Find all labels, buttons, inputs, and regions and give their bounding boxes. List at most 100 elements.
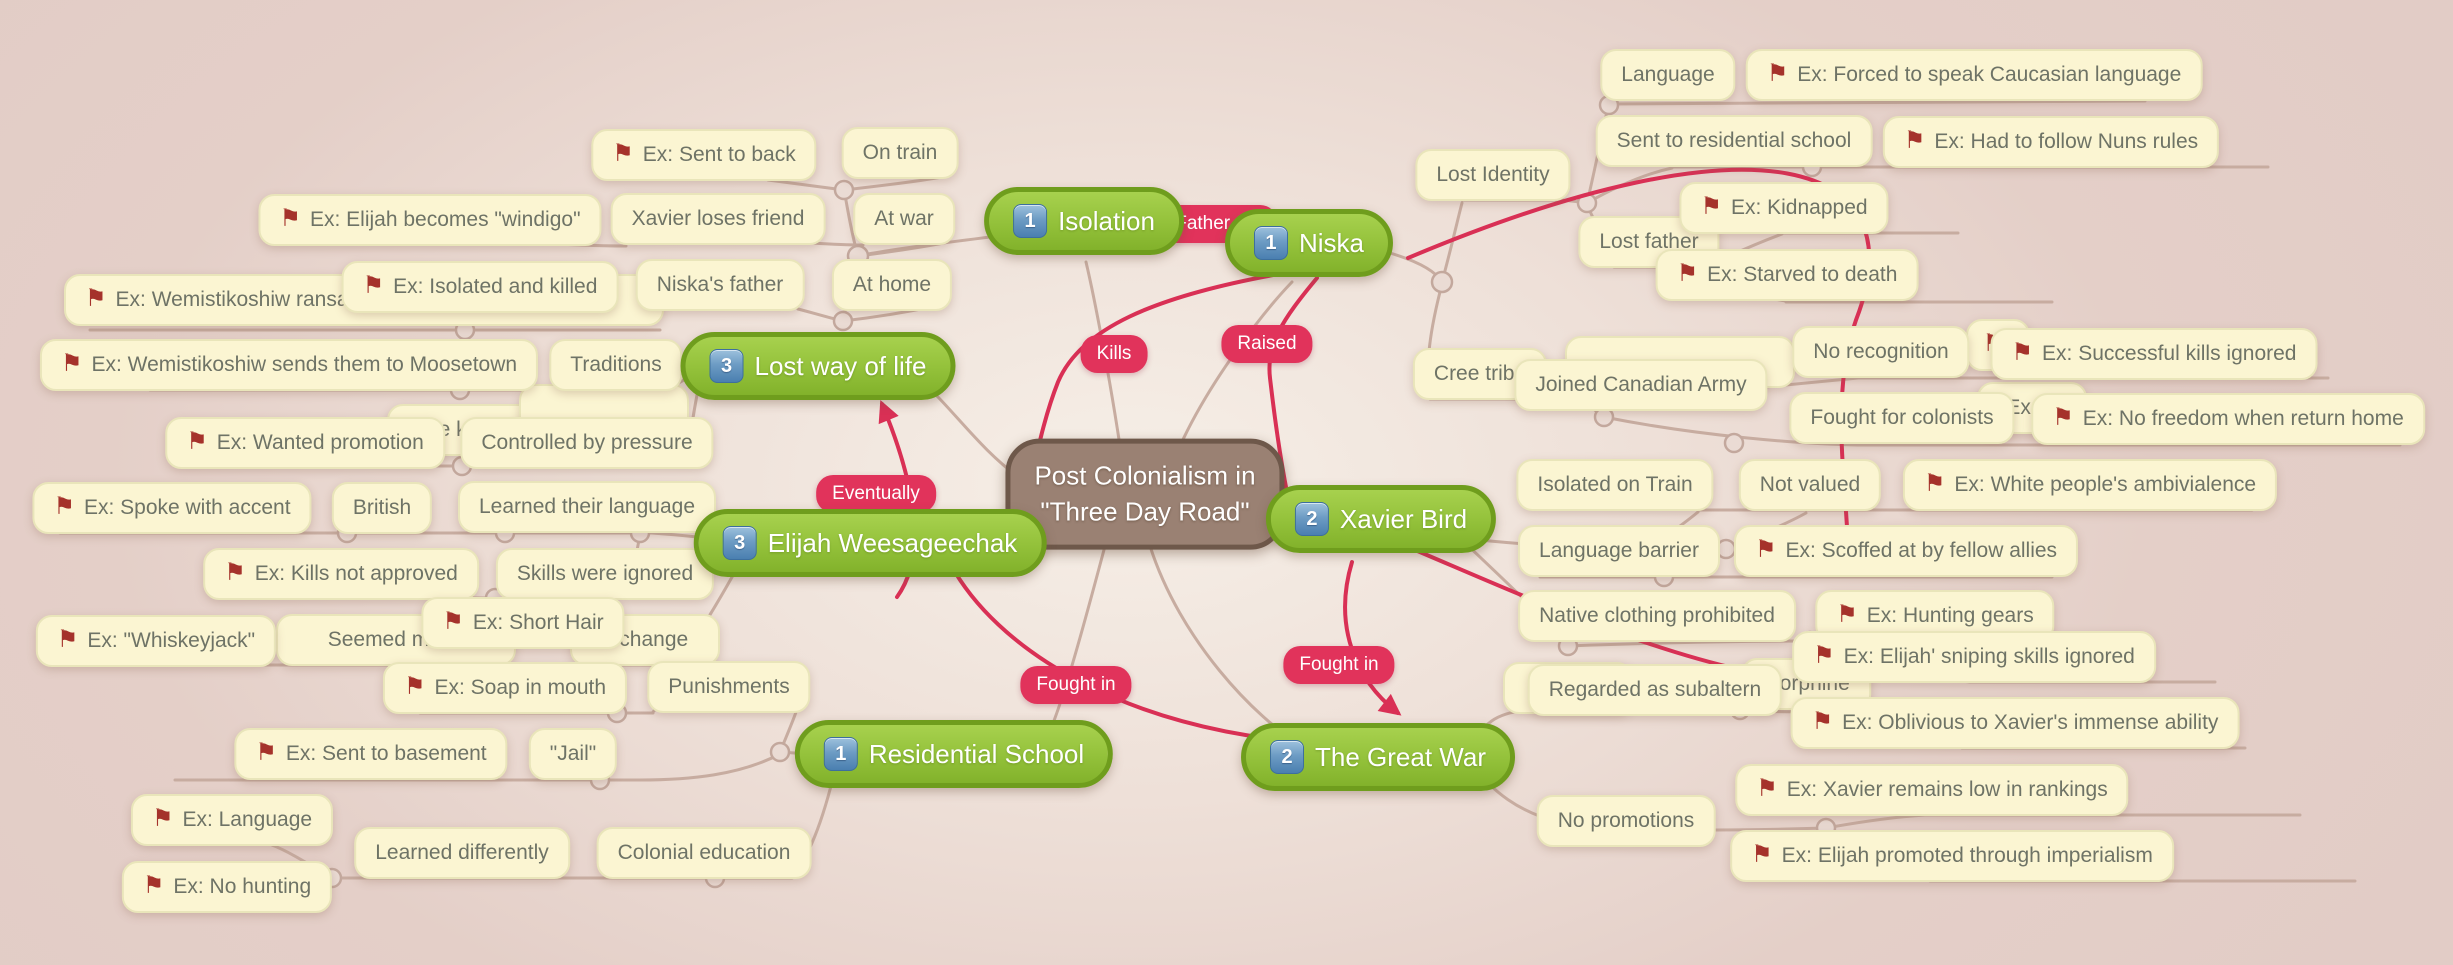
- oblivious-ability-node[interactable]: ⚑Ex: Oblivious to Xavier's immense abili…: [1790, 697, 2240, 749]
- isolated-and-killed-node[interactable]: ⚑Ex: Isolated and killed: [341, 261, 619, 313]
- node-label: Ex: No hunting: [173, 875, 312, 898]
- native-clothing-node[interactable]: Native clothing prohibited: [1518, 590, 1796, 642]
- priority-badge: 3: [722, 526, 757, 560]
- not-valued-node[interactable]: Not valued: [1738, 459, 1882, 511]
- fought-for-colonists-node[interactable]: Fought for colonists: [1789, 392, 2015, 444]
- british-node[interactable]: British: [331, 482, 433, 534]
- node-label: Xavier loses friend: [631, 207, 805, 230]
- topic-label: Isolation: [1058, 205, 1155, 236]
- language-barrier-node[interactable]: Language barrier: [1518, 525, 1720, 577]
- short-hair-node[interactable]: ⚑Ex: Short Hair: [421, 597, 625, 649]
- sends-moosetown-node[interactable]: ⚑Ex: Wemistikoshiw sends them to Mooseto…: [39, 339, 539, 391]
- flag-icon: ⚑: [1836, 600, 1858, 628]
- elijah-windigo-node[interactable]: ⚑Ex: Elijah becomes "windigo": [258, 194, 602, 246]
- node-label: Ex: Kills not approved: [254, 562, 458, 585]
- traditions-node[interactable]: Traditions: [549, 339, 683, 391]
- flag-icon: ⚑: [53, 492, 75, 520]
- scoffed-allies-node[interactable]: ⚑Ex: Scoffed at by fellow allies: [1733, 525, 2079, 577]
- relation-label-raised[interactable]: Raised: [1221, 325, 1313, 363]
- node-label: Ex: Forced to speak Caucasian language: [1797, 63, 2182, 86]
- central-topic-line1: Post Colonialism in: [1034, 460, 1256, 491]
- on-train-node[interactable]: On train: [841, 127, 959, 179]
- node-label: Regarded as subaltern: [1548, 678, 1762, 701]
- node-label: Ex: Xavier remains low in rankings: [1786, 778, 2108, 801]
- elijah-promoted-node[interactable]: ⚑Ex: Elijah promoted through imperialism: [1730, 830, 2174, 882]
- flag-icon: ⚑: [2011, 338, 2034, 366]
- node-label: British: [352, 496, 412, 519]
- at-home-node[interactable]: At home: [831, 259, 953, 311]
- learned-differently-node[interactable]: Learned differently: [354, 827, 570, 879]
- node-label: No promotions: [1557, 809, 1695, 832]
- node-label: Lost Identity: [1436, 163, 1550, 186]
- sent-residential-node[interactable]: Sent to residential school: [1595, 115, 1873, 167]
- learned-their-language-node[interactable]: Learned their language: [457, 481, 717, 533]
- node-label: Skills were ignored: [516, 562, 694, 585]
- starved-to-death-node[interactable]: ⚑Ex: Starved to death: [1655, 249, 1919, 301]
- topic-isolation[interactable]: 1 Isolation: [984, 187, 1184, 255]
- whiskeyjack-node[interactable]: ⚑Ex: "Whiskeyjack": [35, 615, 277, 667]
- skills-were-ignored-node[interactable]: Skills were ignored: [495, 548, 715, 600]
- central-topic-line2: "Three Day Road": [1040, 497, 1250, 527]
- priority-badge: 1: [1013, 204, 1048, 238]
- node-label: Ex: Had to follow Nuns rules: [1934, 130, 2199, 153]
- at-war-node[interactable]: At war: [853, 193, 955, 245]
- node-label: "Jail": [549, 742, 597, 765]
- successful-kills-ignored-node[interactable]: ⚑Ex: Successful kills ignored: [1990, 328, 2318, 380]
- no-promotions-node[interactable]: No promotions: [1536, 795, 1716, 847]
- spoke-with-accent-node[interactable]: ⚑Ex: Spoke with accent: [32, 482, 312, 534]
- flag-icon: ⚑: [2052, 403, 2074, 431]
- forced-caucasian-node[interactable]: ⚑Ex: Forced to speak Caucasian language: [1745, 49, 2203, 101]
- xavier-low-rankings-node[interactable]: ⚑Ex: Xavier remains low in rankings: [1735, 764, 2129, 816]
- ex-language-left-node[interactable]: ⚑Ex: Language: [130, 794, 334, 846]
- relation-label-fought-in-1[interactable]: Fought in: [1020, 666, 1132, 704]
- node-label: Ex: No freedom when return home: [2082, 407, 2404, 430]
- no-freedom-return-node[interactable]: ⚑ Ex: No freedom when return home: [2031, 393, 2425, 445]
- regarded-subaltern-node[interactable]: Regarded as subaltern: [1527, 664, 1783, 716]
- niskas-father-node[interactable]: Niska's father: [635, 259, 805, 311]
- sent-to-basement-node[interactable]: ⚑Ex: Sent to basement: [234, 728, 508, 780]
- wanted-promotion-node[interactable]: ⚑Ex: Wanted promotion: [165, 417, 445, 469]
- xavier-loses-friend-node[interactable]: Xavier loses friend: [610, 193, 826, 245]
- node-label: Joined Canadian Army: [1535, 373, 1747, 396]
- relation-label-fought-in-2[interactable]: Fought in: [1283, 646, 1395, 684]
- central-topic[interactable]: Post Colonialism in "Three Day Road": [1005, 438, 1285, 550]
- node-label: Lost father: [1599, 230, 1699, 253]
- flag-icon: ⚑: [279, 204, 301, 232]
- node-label: Ex: Hunting gears: [1866, 604, 2034, 627]
- priority-badge: 1: [823, 737, 858, 771]
- relation-label-eventually[interactable]: Eventually: [816, 475, 936, 513]
- jail-node[interactable]: "Jail": [528, 728, 618, 780]
- punishments-node[interactable]: Punishments: [647, 661, 811, 713]
- kills-not-approved-node[interactable]: ⚑ Ex: Kills not approved: [203, 548, 479, 600]
- no-hunting-node[interactable]: ⚑Ex: No hunting: [121, 861, 333, 913]
- isolated-on-train-node[interactable]: Isolated on Train: [1516, 459, 1714, 511]
- controlled-pressure-node[interactable]: Controlled by pressure: [460, 417, 714, 469]
- node-label: At home: [852, 273, 932, 296]
- kidnapped-node[interactable]: ⚑Ex: Kidnapped: [1679, 182, 1889, 234]
- joined-canadian-army-node[interactable]: Joined Canadian Army: [1514, 359, 1768, 411]
- colonial-education-node[interactable]: Colonial education: [596, 827, 812, 879]
- flag-icon: ⚑: [255, 738, 277, 766]
- no-recognition-node[interactable]: No recognition: [1792, 326, 1970, 378]
- sniping-ignored-node[interactable]: ⚑Ex: Elijah' sniping skills ignored: [1792, 631, 2156, 683]
- flag-icon: ⚑: [56, 625, 79, 653]
- node-label: Language: [1621, 63, 1715, 86]
- soap-in-mouth-node[interactable]: ⚑Ex: Soap in mouth: [382, 662, 628, 714]
- relation-label-kills[interactable]: Kills: [1080, 335, 1148, 373]
- nuns-rules-node[interactable]: ⚑Ex: Had to follow Nuns rules: [1882, 116, 2220, 168]
- node-label: On train: [862, 141, 938, 164]
- white-ambivialence-node[interactable]: ⚑Ex: White people's ambivialence: [1902, 459, 2278, 511]
- sent-to-back-node[interactable]: ⚑Ex: Sent to back: [591, 129, 817, 181]
- flag-icon: ⚑: [1751, 840, 1773, 868]
- flag-icon: ⚑: [442, 607, 464, 635]
- language-node[interactable]: Language: [1600, 49, 1736, 101]
- lost-identity-node[interactable]: Lost Identity: [1415, 149, 1571, 201]
- flag-icon: ⚑: [224, 558, 246, 586]
